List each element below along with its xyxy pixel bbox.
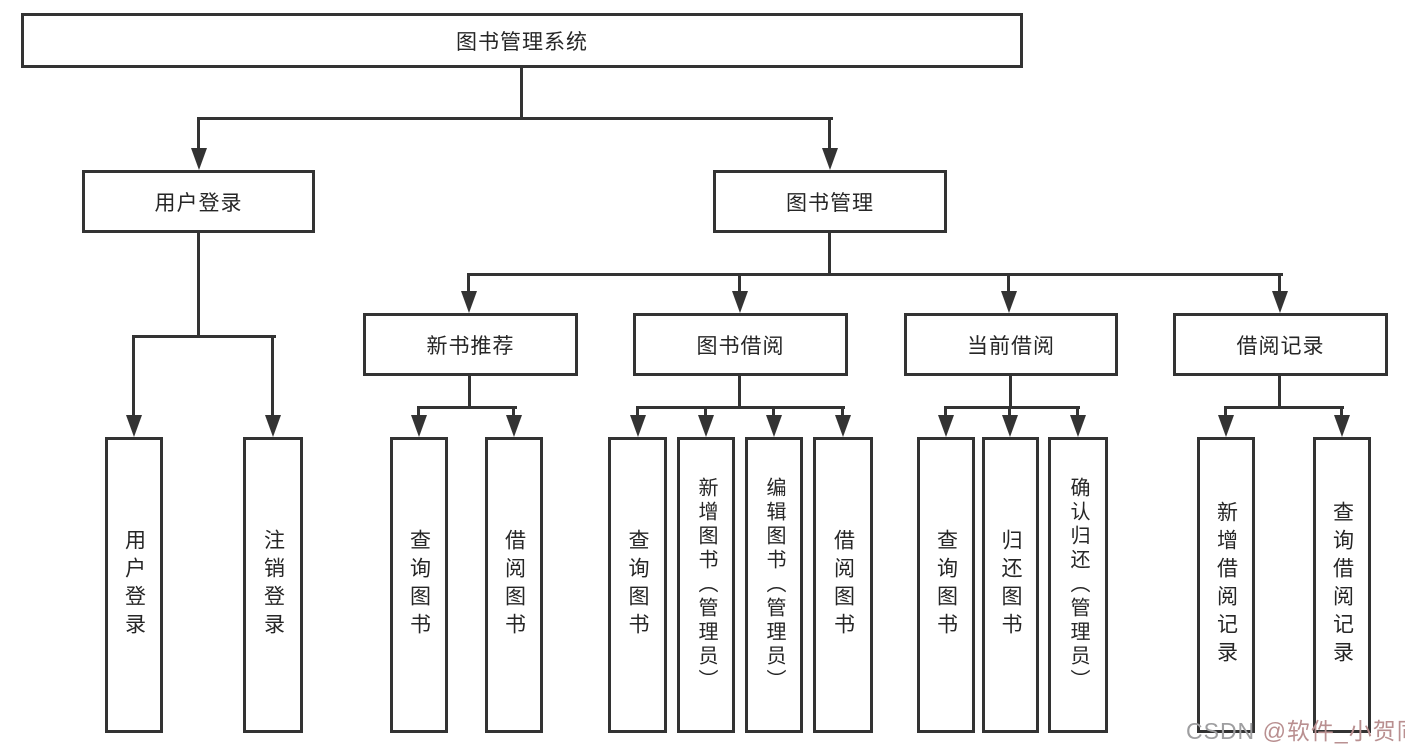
node-label-leaf-bb-add: 新增图书（管理员） bbox=[695, 477, 717, 693]
edge-line bbox=[271, 335, 274, 417]
node-label-leaf-br-query: 查询借阅记录 bbox=[1330, 501, 1354, 669]
node-box-leaf-br-add: 新增借阅记录 bbox=[1197, 437, 1255, 733]
node-box-leaf-bb-edit: 编辑图书（管理员） bbox=[745, 437, 803, 733]
node-box-leaf-user-login: 用户登录 bbox=[105, 437, 163, 733]
node-label-current-borrow: 当前借阅 bbox=[967, 334, 1055, 358]
node-box-current-borrow: 当前借阅 bbox=[904, 313, 1118, 376]
edge-line bbox=[132, 335, 276, 338]
node-box-borrow-records: 借阅记录 bbox=[1173, 313, 1388, 376]
edge-line bbox=[828, 233, 831, 273]
edge-line bbox=[1008, 406, 1011, 418]
edge-line bbox=[197, 233, 200, 335]
edge-line bbox=[841, 406, 844, 418]
edge-line bbox=[828, 117, 831, 151]
edge-line bbox=[1007, 273, 1010, 293]
node-label-book-borrow: 图书借阅 bbox=[696, 334, 785, 358]
node-label-leaf-logout: 注销登录 bbox=[261, 529, 285, 641]
arrow-head-icon bbox=[1218, 415, 1234, 437]
node-label-book-mgmt: 图书管理 bbox=[786, 191, 874, 215]
node-label-leaf-bb-query: 查询图书 bbox=[626, 529, 649, 641]
node-box-leaf-nbr-borrow: 借阅图书 bbox=[485, 437, 543, 733]
node-box-leaf-logout: 注销登录 bbox=[243, 437, 303, 733]
node-box-leaf-bb-borrow: 借阅图书 bbox=[813, 437, 873, 733]
arrow-head-icon bbox=[126, 415, 142, 437]
edge-line bbox=[636, 406, 639, 418]
edge-line bbox=[944, 406, 947, 418]
edge-line bbox=[1340, 406, 1343, 418]
watermark: CSDN @软件_小贺同学 bbox=[1186, 712, 1405, 746]
node-box-new-book-rec: 新书推荐 bbox=[363, 313, 578, 376]
edge-line bbox=[468, 376, 471, 406]
edge-line bbox=[520, 68, 523, 117]
edge-line bbox=[197, 117, 833, 120]
node-box-leaf-cb-query: 查询图书 bbox=[917, 437, 975, 733]
node-box-leaf-br-query: 查询借阅记录 bbox=[1313, 437, 1371, 733]
node-label-new-book-rec: 新书推荐 bbox=[426, 334, 515, 358]
edge-line bbox=[1278, 273, 1281, 293]
arrow-head-icon bbox=[191, 148, 207, 170]
edge-line bbox=[1278, 376, 1281, 406]
edge-line bbox=[1076, 406, 1079, 418]
arrow-head-icon bbox=[1334, 415, 1350, 437]
edge-line bbox=[738, 273, 741, 293]
edge-line bbox=[1224, 406, 1344, 409]
edge-line bbox=[467, 273, 1283, 276]
arrow-head-icon bbox=[1272, 291, 1288, 313]
node-label-leaf-nbr-borrow: 借阅图书 bbox=[502, 529, 526, 641]
node-label-root: 图书管理系统 bbox=[456, 30, 588, 54]
node-box-book-mgmt: 图书管理 bbox=[713, 170, 947, 233]
arrow-head-icon bbox=[938, 415, 954, 437]
edge-line bbox=[944, 406, 1080, 409]
node-box-user-login: 用户登录 bbox=[82, 170, 315, 233]
edge-line bbox=[772, 406, 775, 418]
edge-line bbox=[1009, 376, 1012, 406]
node-label-leaf-user-login: 用户登录 bbox=[122, 529, 146, 641]
arrow-head-icon bbox=[766, 415, 782, 437]
edge-line bbox=[132, 335, 135, 417]
arrow-head-icon bbox=[411, 415, 427, 437]
arrow-head-icon bbox=[1002, 415, 1018, 437]
node-label-leaf-br-add: 新增借阅记录 bbox=[1214, 501, 1238, 669]
edge-line bbox=[1224, 406, 1227, 418]
arrow-head-icon bbox=[1001, 291, 1017, 313]
node-box-leaf-cb-return: 归还图书 bbox=[982, 437, 1039, 733]
node-box-leaf-nbr-query: 查询图书 bbox=[390, 437, 448, 733]
node-box-book-borrow: 图书借阅 bbox=[633, 313, 848, 376]
edge-line bbox=[467, 273, 470, 293]
node-label-leaf-cb-return: 归还图书 bbox=[999, 529, 1022, 641]
edge-line bbox=[738, 376, 741, 406]
node-label-user-login: 用户登录 bbox=[154, 191, 243, 215]
node-box-leaf-bb-add: 新增图书（管理员） bbox=[677, 437, 735, 733]
node-label-leaf-cb-confirm: 确认归还（管理员） bbox=[1067, 477, 1089, 693]
arrow-head-icon bbox=[835, 415, 851, 437]
node-box-leaf-bb-query: 查询图书 bbox=[608, 437, 667, 733]
arrow-head-icon bbox=[630, 415, 646, 437]
node-label-borrow-records: 借阅记录 bbox=[1236, 334, 1325, 358]
arrow-head-icon bbox=[1070, 415, 1086, 437]
arrow-head-icon bbox=[822, 148, 838, 170]
arrow-head-icon bbox=[698, 415, 714, 437]
node-label-leaf-bb-borrow: 借阅图书 bbox=[831, 529, 855, 641]
arrow-head-icon bbox=[461, 291, 477, 313]
edge-line bbox=[636, 406, 845, 409]
node-label-leaf-cb-query: 查询图书 bbox=[934, 529, 958, 641]
watermark-prefix: CSDN bbox=[1186, 718, 1263, 744]
node-label-leaf-bb-edit: 编辑图书（管理员） bbox=[763, 477, 785, 693]
node-box-leaf-cb-confirm: 确认归还（管理员） bbox=[1048, 437, 1108, 733]
arrow-head-icon bbox=[506, 415, 522, 437]
edge-line bbox=[417, 406, 517, 409]
node-label-leaf-nbr-query: 查询图书 bbox=[407, 529, 431, 641]
edge-line bbox=[704, 406, 707, 418]
watermark-handle: @软件_小贺同学 bbox=[1262, 718, 1405, 744]
arrow-head-icon bbox=[732, 291, 748, 313]
edge-line bbox=[197, 117, 200, 151]
node-box-root: 图书管理系统 bbox=[21, 13, 1023, 68]
edge-line bbox=[512, 406, 515, 418]
arrow-head-icon bbox=[265, 415, 281, 437]
edge-line bbox=[417, 406, 420, 418]
